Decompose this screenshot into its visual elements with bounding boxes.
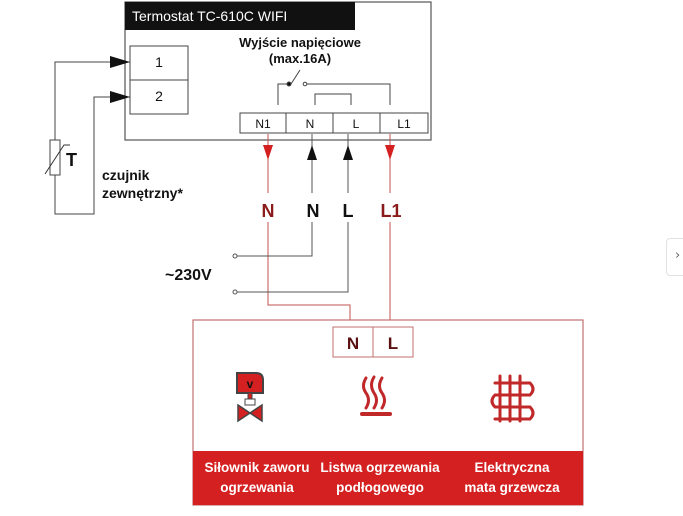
next-image-button[interactable]: › [666,238,683,276]
relay-switch-symbol [277,69,391,105]
output-label-line2: (max.16A) [269,51,331,66]
thermostat-title: Termostat TC-610C WIFI [132,8,287,24]
supply-voltage-label: ~230V [165,267,212,284]
arrow-l-in [343,145,353,160]
sensor-wiring [54,56,130,215]
valve-actuator-icon: v [236,372,264,423]
power-wiring [232,134,395,329]
load-terminal-n [332,326,374,358]
heating-mat-icon [490,374,535,423]
wire-n-lower [236,222,313,257]
device-2-label-line1: Listwa ogrzewania [320,460,440,475]
sensor-terminal-block: 1 2 [129,45,189,115]
supply-terminal-n [232,253,238,259]
terminal-n1-label: N1 [255,117,271,131]
thermostat-title-bar [125,2,355,30]
power-terminal-block: N1 N L L1 [239,112,429,134]
heat-strip-icon [360,375,392,416]
thermistor-icon: T [44,139,77,176]
wire-label-n: N [307,201,320,221]
device-3-label-line2: mata grzewcza [464,480,560,495]
load-panel: N L v Siłownik zaworu ogrzewania [192,319,584,506]
sensor-terminal-2-label: 2 [155,88,163,104]
sensor-terminal-1 [129,45,189,81]
terminal-l1-label: L1 [397,117,411,131]
device-3-label-line1: Elektryczna [474,460,550,475]
sensor-terminal-2 [129,79,189,115]
wire-l-lower [236,222,349,293]
supply-terminal-l [232,289,238,295]
sensor-terminal-1-label: 1 [155,54,163,70]
device-1-label-line2: ogrzewania [220,480,294,495]
arrow-to-terminal-2 [110,91,130,103]
svg-text:v: v [247,377,254,391]
thermistor-symbol-label: T [66,150,77,170]
sensor-wire-2 [54,96,130,215]
output-label-line1: Wyjście napięciowe [239,35,361,50]
wire-label-n1: N [262,201,275,221]
thermostat-unit: Termostat TC-610C WIFI Wyjście napięciow… [124,1,432,141]
device-1-label-line1: Siłownik zaworu [204,460,309,475]
wire-label-l: L [343,201,354,221]
device-2-label-line2: podłogowego [336,480,424,495]
sensor-label-line1: czujnik [102,167,150,183]
chevron-right-icon: › [675,248,681,263]
load-terminal-l-label: L [388,334,398,353]
terminal-n-label: N [306,117,315,131]
device-label-band [193,451,583,505]
arrow-n-in [307,145,317,160]
terminal-l-label: L [353,117,360,131]
sensor-label-line2: zewnętrzny* [102,185,183,201]
arrow-to-terminal-1 [110,56,130,68]
arrow-l1-out [385,145,395,160]
load-terminal-n-label: N [347,334,359,353]
sensor-wire-1 [54,61,130,140]
wire-label-l1: L1 [380,201,401,221]
wire-n1-lower [267,222,351,329]
arrow-n1-out [263,145,273,160]
load-terminal-l [372,326,414,358]
